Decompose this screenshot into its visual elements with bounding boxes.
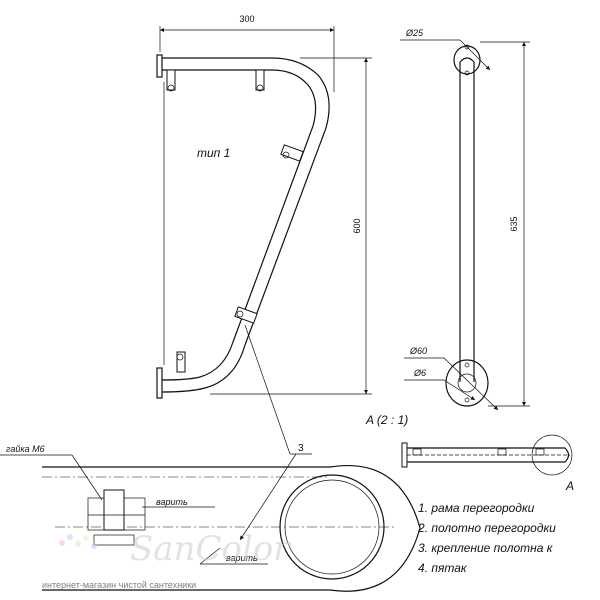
watermark-tagline: интернет-магазин чистой сантехники (42, 580, 196, 590)
dim-height-side: 600 (352, 218, 362, 233)
clamp-3 (280, 144, 304, 162)
nut-label: гайка М6 (6, 444, 45, 454)
detail-label: A (2 : 1) (365, 413, 408, 427)
front-view: 300 600 тип 1 (156, 14, 372, 455)
type-label: тип 1 (197, 146, 230, 160)
watermark: SanColor интернет-магазин чистой сантехн… (42, 529, 291, 590)
callout-number: 3 (298, 443, 304, 454)
frame-tube-inner (161, 69, 317, 381)
dim-diameter-hole: Ø6 (413, 368, 426, 378)
weld-label-2: варить (226, 553, 258, 563)
dim-diameter-top: Ø25 (405, 28, 424, 38)
detail-marker: A (565, 479, 574, 493)
legend-item-4: 4. пятак (418, 561, 468, 575)
clamp-5 (176, 351, 186, 373)
dim-width-top: 300 (239, 14, 254, 24)
legend-item-2: 2. полотно перегородки (417, 521, 556, 535)
detail-view: 3 гайка М6 варить варить (0, 443, 421, 592)
dim-height-total: 635 (509, 216, 519, 231)
detail-circle (531, 434, 573, 476)
watermark-brand: SanColor (130, 529, 291, 569)
side-view: Ø25 635 Ø60 Ø6 (400, 28, 530, 411)
clamp-1 (166, 69, 176, 92)
bottom-wall-flange (156, 367, 163, 399)
clamp-4 (234, 306, 258, 324)
watermark-logo-icon (59, 534, 97, 549)
dim-diameter-flange: Ø60 (409, 346, 427, 356)
legend-item-3: 3. крепление полотна к (418, 541, 554, 555)
frame-tube-outer (161, 57, 330, 393)
top-view: A (2 : 1) A (365, 413, 574, 493)
clamp-2 (255, 69, 265, 92)
legend-item-1: 1. рама перегородки (418, 501, 535, 515)
weld-label-1: варить (156, 497, 188, 507)
top-wall-flange (156, 54, 163, 78)
parts-legend: 1. рама перегородки 2. полотно перегород… (417, 501, 556, 575)
